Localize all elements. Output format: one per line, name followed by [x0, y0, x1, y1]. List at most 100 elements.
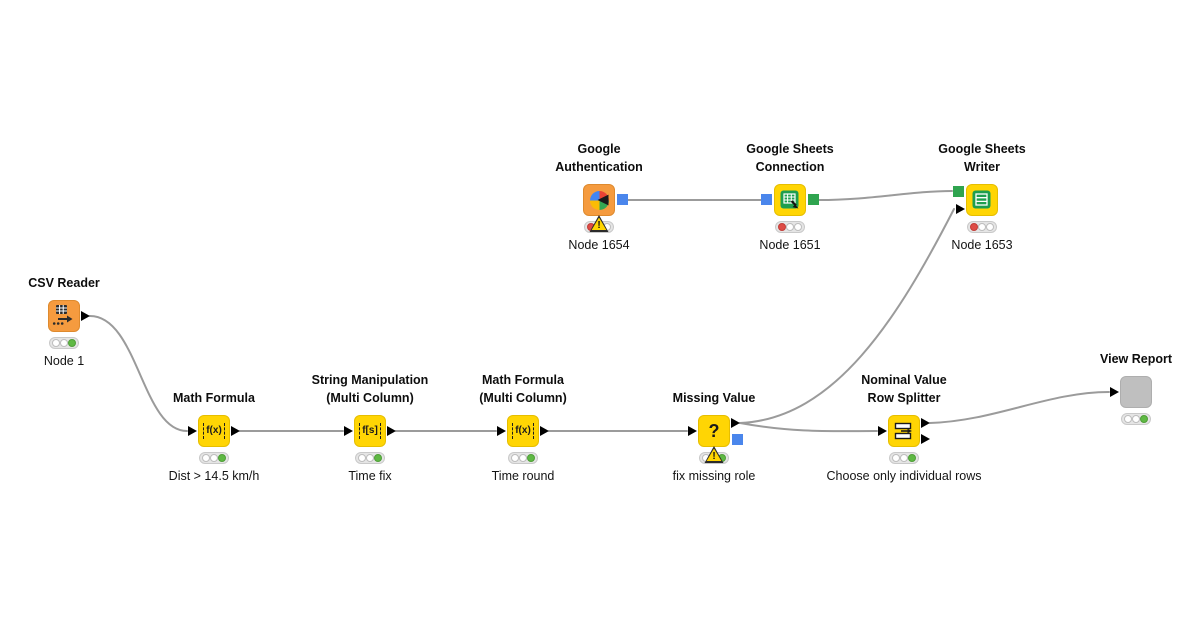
node-title: Math Formula: [173, 391, 255, 405]
output-port-credential[interactable]: [617, 194, 628, 205]
math-formula-icon: f(x): [203, 423, 225, 439]
status-light: [786, 223, 794, 231]
node-label: Dist > 14.5 km/h: [168, 469, 260, 483]
status-light: [511, 454, 519, 462]
input-port-data[interactable]: [878, 426, 887, 436]
traffic-light: [49, 337, 79, 349]
node-body[interactable]: [774, 184, 806, 216]
status-light: [210, 454, 218, 462]
node-string-manipulation[interactable]: String Manipulation (Multi Column) f[s] …: [312, 373, 429, 483]
node-math-formula-multicolumn[interactable]: Math Formula (Multi Column) f(x) Time ro…: [479, 373, 566, 483]
node-label: Node 1651: [759, 238, 821, 252]
node-label: Node 1653: [951, 238, 1013, 252]
node-google-sheets-writer[interactable]: Google Sheets Writer Node 1653: [938, 142, 1026, 252]
input-port-credential[interactable]: [761, 194, 772, 205]
node-body[interactable]: [888, 415, 920, 447]
string-manipulation-icon: f[s]: [359, 423, 381, 439]
node-body[interactable]: [48, 300, 80, 332]
output-port-data[interactable]: [731, 418, 740, 428]
status-light: [366, 454, 374, 462]
input-port-data[interactable]: [497, 426, 506, 436]
status-light: [527, 454, 535, 462]
input-port-data[interactable]: [188, 426, 197, 436]
node-title: Google Authentication: [555, 142, 643, 174]
status-light: [1132, 415, 1140, 423]
node-title: Google Sheets Writer: [938, 142, 1026, 174]
node-body[interactable]: f(x): [198, 415, 230, 447]
connection-sheets-to-writer[interactable]: [818, 190, 953, 201]
node-math-formula[interactable]: Math Formula f(x) Dist > 14.5 km/h: [169, 391, 260, 483]
input-port-data[interactable]: [956, 204, 965, 214]
output-port-matching-rows[interactable]: [921, 418, 930, 428]
output-port-data[interactable]: [387, 426, 396, 436]
status-light: [970, 223, 978, 231]
status-light: [1140, 415, 1148, 423]
google-sheets-grid-icon: [972, 190, 991, 209]
status-light: [908, 454, 916, 462]
output-port-data[interactable]: [231, 426, 240, 436]
status-light: [68, 339, 76, 347]
status-light: [986, 223, 994, 231]
input-port-data[interactable]: [688, 426, 697, 436]
node-missing-value[interactable]: Missing Value ? ! fix missing role: [673, 391, 756, 483]
status-light: [60, 339, 68, 347]
status-light: [978, 223, 986, 231]
node-label: Node 1654: [568, 238, 630, 252]
node-csv-reader[interactable]: CSV Reader Node 1: [28, 276, 100, 368]
node-title: String Manipulation (Multi Column): [311, 373, 429, 405]
node-view-report[interactable]: View Report: [1100, 352, 1172, 425]
traffic-light: [889, 452, 919, 464]
node-title: View Report: [1099, 352, 1173, 366]
input-port-sheets-connection[interactable]: [953, 186, 964, 197]
node-google-authentication[interactable]: Google Authentication ! Node 1654: [555, 142, 643, 252]
input-port-data[interactable]: [1110, 387, 1119, 397]
status-light: [519, 454, 527, 462]
traffic-light: [967, 221, 997, 233]
node-body[interactable]: [1120, 376, 1152, 408]
node-body[interactable]: f[s]: [354, 415, 386, 447]
connection-csv-to-math[interactable]: [89, 315, 188, 432]
node-label: Time round: [491, 469, 555, 483]
output-port-model[interactable]: [732, 434, 743, 445]
connection-missing-to-writer[interactable]: [739, 208, 955, 424]
traffic-light: [355, 452, 385, 464]
node-body[interactable]: [583, 184, 615, 216]
traffic-light: [1121, 413, 1151, 425]
output-port-data[interactable]: [540, 426, 549, 436]
output-port-sheets-connection[interactable]: [808, 194, 819, 205]
node-label: fix missing role: [672, 469, 756, 483]
node-title: Missing Value: [672, 391, 756, 405]
google-sheets-icon: [780, 190, 799, 209]
node-title: Google Sheets Connection: [746, 142, 834, 174]
status-light: [794, 223, 802, 231]
output-port-data[interactable]: [81, 311, 90, 321]
traffic-light: [508, 452, 538, 464]
status-light: [374, 454, 382, 462]
node-google-sheets-connection[interactable]: Google Sheets Connection Node 1651: [746, 142, 834, 252]
node-title: CSV Reader: [28, 276, 100, 290]
node-title: Nominal Value Row Splitter: [861, 373, 947, 405]
status-light: [218, 454, 226, 462]
status-light: [52, 339, 60, 347]
node-nominal-value-row-splitter[interactable]: Nominal Value Row Splitter Choose only i…: [827, 373, 982, 483]
google-pinwheel-icon: [589, 190, 609, 210]
status-light: [1124, 415, 1132, 423]
status-light: [900, 454, 908, 462]
traffic-light: [775, 221, 805, 233]
connection-missing-to-splitter[interactable]: [739, 422, 878, 433]
traffic-light: [199, 452, 229, 464]
node-body[interactable]: [966, 184, 998, 216]
status-light: [202, 454, 210, 462]
node-label: Node 1: [43, 354, 85, 368]
node-body[interactable]: ?: [698, 415, 730, 447]
connection-splitter-to-report[interactable]: [929, 391, 1110, 424]
node-body[interactable]: f(x): [507, 415, 539, 447]
status-light: [358, 454, 366, 462]
status-light: [778, 223, 786, 231]
input-port-data[interactable]: [344, 426, 353, 436]
warning-icon: !: [590, 215, 609, 232]
output-port-other-rows[interactable]: [921, 434, 930, 444]
node-label: Time fix: [348, 469, 392, 483]
